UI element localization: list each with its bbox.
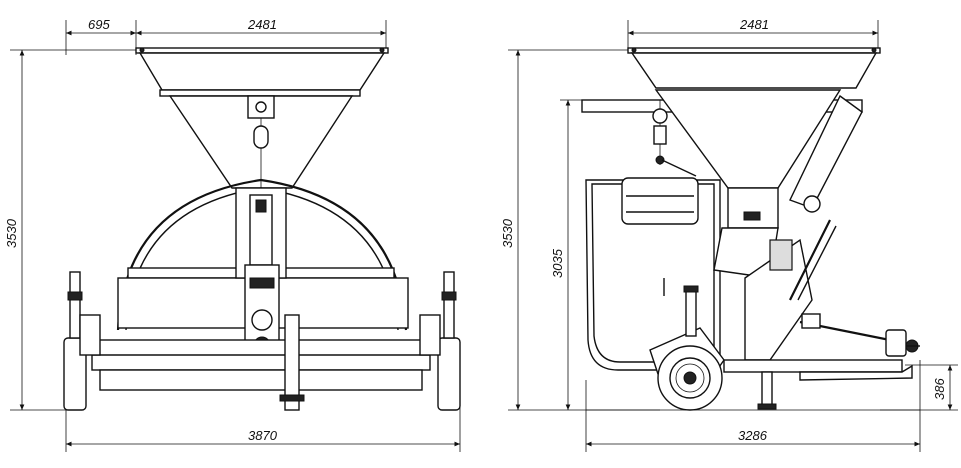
front-right-wheel bbox=[419, 271, 461, 411]
side-dim-3286: 3286 bbox=[738, 428, 768, 443]
front-base bbox=[91, 314, 431, 411]
side-drawbar bbox=[723, 313, 920, 410]
side-dim-2481: 2481 bbox=[739, 17, 769, 32]
front-view: 695 2481 3530 3870 bbox=[4, 17, 461, 452]
front-dim-2481: 2481 bbox=[247, 17, 277, 32]
front-dim-3870: 3870 bbox=[248, 428, 278, 443]
front-left-wheel bbox=[63, 271, 101, 411]
side-dim-3035: 3035 bbox=[550, 248, 565, 278]
side-hopper bbox=[581, 47, 881, 209]
side-dim-3530: 3530 bbox=[500, 218, 515, 248]
front-dim-695: 695 bbox=[88, 17, 110, 32]
front-dimension-lines bbox=[10, 20, 461, 452]
side-gearbox bbox=[713, 187, 837, 361]
side-dim-386: 386 bbox=[932, 378, 947, 400]
side-view: 2481 3530 3035 3286 386 bbox=[500, 17, 958, 452]
front-hopper bbox=[135, 47, 389, 189]
front-dim-3530: 3530 bbox=[4, 218, 19, 248]
